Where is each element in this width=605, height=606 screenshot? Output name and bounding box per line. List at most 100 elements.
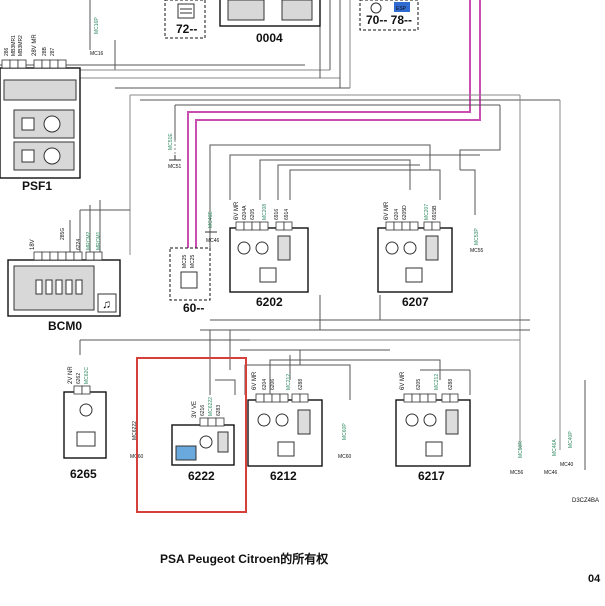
window-switch-icon [180, 271, 198, 289]
svg-text:MB3MR1: MB3MR1 [11, 35, 17, 56]
svg-text:MC50R: MC50R [518, 441, 524, 458]
component-psf1: PSF1 28V MR 286 MB3MR1 MB3MR2 28B 287 MC… [0, 17, 104, 193]
svg-text:MC55: MC55 [470, 248, 484, 254]
svg-text:♫: ♫ [102, 297, 111, 311]
svg-text:MC207: MC207 [424, 204, 430, 220]
svg-text:60--: 60-- [183, 301, 204, 315]
svg-text:MC46: MC46 [206, 238, 220, 244]
svg-text:6204: 6204 [394, 209, 400, 220]
copyright-text: PSA Peugeot Citroen的所有权 [160, 551, 329, 566]
right-grounds: MC50R MC56 MC46A MC46 MC40P MC40 [510, 431, 574, 476]
svg-text:285G: 285G [60, 228, 66, 240]
svg-text:6217: 6217 [418, 469, 445, 483]
component-6222: 6222 3V VE 6216 MC6222 6283 MC6222 MC60 [130, 397, 235, 483]
component-6212: 6212 6V MR 6204 6206 MC212 6288 MC60P MC… [247, 371, 352, 483]
svg-text:MC51E: MC51E [168, 133, 174, 150]
svg-text:6205: 6205 [416, 379, 422, 390]
music-icon [97, 293, 117, 313]
component-6202: 6202 6V MR 6204A 6205 MC208 6916 6914 [229, 201, 309, 309]
component-70-78: ESP 70-- 78-- [359, 0, 419, 31]
svg-text:6204A: 6204A [242, 205, 248, 220]
svg-text:6V MR: 6V MR [384, 201, 390, 220]
svg-text:6916: 6916 [274, 209, 280, 220]
svg-text:6265: 6265 [70, 467, 97, 481]
highlight-box [136, 357, 247, 513]
component-6207: 6207 6V MR 6204 6205D MC207 6915B MC53P … [377, 201, 484, 309]
page-number: 04 [588, 573, 601, 585]
svg-text:ESP: ESP [396, 6, 407, 12]
svg-text:MC212: MC212 [434, 374, 440, 390]
svg-text:MC60P: MC60P [342, 423, 348, 440]
svg-text:MC212: MC212 [286, 374, 292, 390]
svg-text:MC62C: MC62C [84, 367, 90, 384]
component-72: 72-- [164, 0, 206, 39]
svg-text:MC53P: MC53P [474, 228, 480, 245]
psf1-label: PSF1 [22, 179, 52, 193]
svg-text:6262: 6262 [76, 373, 82, 384]
svg-text:6206: 6206 [270, 379, 276, 390]
psf1-green-code: MC16P [94, 17, 100, 34]
component-0004: 0004 [219, 0, 321, 45]
svg-text:6914: 6914 [284, 209, 290, 220]
svg-text:MC40: MC40 [560, 462, 574, 468]
svg-text:MB3MR2: MB3MR2 [18, 35, 24, 56]
component-6265: 6265 2V NR 6262 MC62C [63, 366, 107, 481]
svg-text:72--: 72-- [176, 22, 197, 36]
psf1-relay-coil-2 [43, 147, 61, 165]
svg-text:18V: 18V [30, 239, 36, 250]
svg-text:BCM0: BCM0 [48, 319, 82, 333]
ground-mc51: MC51E MC51 [168, 133, 182, 170]
svg-text:MC51: MC51 [168, 164, 182, 170]
svg-text:6915B: 6915B [432, 205, 438, 220]
svg-text:2V NR: 2V NR [68, 366, 74, 384]
abs-icon [370, 2, 382, 14]
svg-text:6V MR: 6V MR [400, 371, 406, 390]
svg-text:6216: 6216 [200, 405, 206, 416]
svg-text:0004: 0004 [256, 31, 283, 45]
svg-text:28B: 28B [42, 46, 48, 56]
svg-text:287: 287 [50, 47, 56, 56]
svg-text:3V VE: 3V VE [192, 401, 198, 418]
svg-text:MC6222: MC6222 [132, 421, 138, 440]
psf1-pin-row [1, 59, 67, 69]
svg-text:MC56: MC56 [510, 470, 524, 476]
svg-text:6207: 6207 [402, 295, 429, 309]
washer-pump-icon [175, 445, 197, 461]
svg-text:MC208: MC208 [262, 204, 268, 220]
svg-text:6205D: 6205D [402, 205, 408, 220]
svg-text:MC25: MC25 [182, 254, 188, 268]
psf1-relay-strip [3, 79, 77, 101]
psf1-wire-codes: 286 MB3MR1 MB3MR2 28B 287 [4, 35, 56, 56]
svg-text:6288: 6288 [298, 379, 304, 390]
svg-text:6288: 6288 [448, 379, 454, 390]
ground-label-1: MC16 [90, 51, 104, 57]
svg-text:6224: 6224 [76, 239, 82, 250]
svg-text:MC46E: MC46E [208, 211, 214, 228]
svg-text:6205: 6205 [250, 209, 256, 220]
svg-text:70-- 78--: 70-- 78-- [366, 13, 412, 27]
svg-text:MC40P: MC40P [568, 431, 574, 448]
svg-text:6222: 6222 [188, 469, 215, 483]
svg-text:MC60: MC60 [338, 454, 352, 460]
svg-text:6212: 6212 [270, 469, 297, 483]
svg-text:286: 286 [4, 47, 10, 56]
ground-mc46: MC46E MC46 [205, 211, 220, 244]
component-6217: 6217 6V MR 6205 MC212 6288 [395, 371, 471, 483]
component-60: MC25 MC25 60-- [169, 247, 211, 315]
svg-text:6V MR: 6V MR [252, 371, 258, 390]
svg-text:MRCM2: MRCM2 [86, 231, 92, 250]
svg-text:6202: 6202 [256, 295, 283, 309]
svg-text:6283: 6283 [216, 405, 222, 416]
psf1-relay-coil-1 [43, 115, 61, 133]
doc-code: D3CZ4BA [572, 498, 599, 504]
svg-text:6V MR: 6V MR [234, 201, 240, 220]
wiring-lines [0, 0, 586, 470]
svg-text:MC46A: MC46A [552, 439, 558, 456]
svg-text:MC25: MC25 [190, 254, 196, 268]
svg-text:6204: 6204 [262, 379, 268, 390]
svg-text:MC46: MC46 [544, 470, 558, 476]
esp-icon [394, 2, 410, 12]
component-bcm0: ♫ BCM0 18V 285G 6224 MRCM2 MRCM1 [7, 228, 121, 333]
psf1-voltage: 28V MR [32, 34, 38, 56]
